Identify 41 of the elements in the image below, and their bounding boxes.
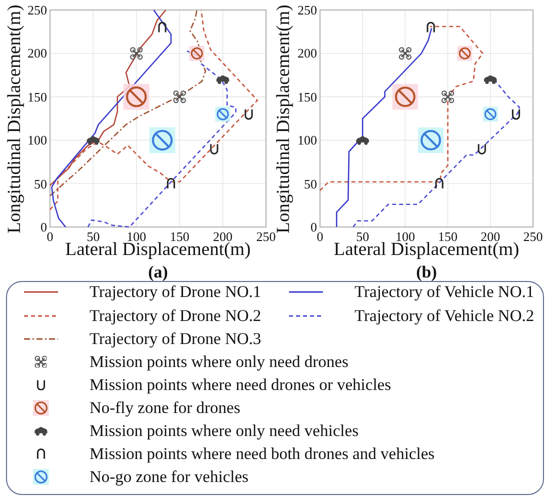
tick-label: 250 xyxy=(523,230,543,243)
legend-label: Trajectory of Drone NO.1 xyxy=(90,283,262,300)
tick-label: 100 xyxy=(28,134,47,147)
legend-label: Trajectory of Drone NO.3 xyxy=(90,330,262,347)
axis-title: Lateral Displacement(m) xyxy=(334,240,520,260)
legend-label: No-go zone for vehicles xyxy=(90,468,248,485)
legend-label: Trajectory of Drone NO.2 xyxy=(90,307,262,324)
legend-label: Mission points where need drones or vehicles xyxy=(90,376,392,393)
tick-label: 250 xyxy=(28,4,47,16)
legend-label: Trajectory of Vehicle NO.2 xyxy=(354,307,534,324)
chart-title: (a) xyxy=(148,264,168,280)
tick-label: 50 xyxy=(356,230,370,243)
axis-title: Longitudinal Displacement(m) xyxy=(274,4,294,233)
tick-label: 0 xyxy=(46,230,54,243)
tick-label: 0 xyxy=(316,230,324,243)
axis-title: Longitudinal Displacement(m) xyxy=(6,4,24,233)
tick-label: 200 xyxy=(213,230,233,243)
legend-label: No-fly zone for drones xyxy=(90,399,240,416)
tick-label: 200 xyxy=(298,46,317,60)
tick-label: 150 xyxy=(170,230,190,243)
chart-title: (b) xyxy=(416,264,437,280)
axis-title: Lateral Displacement(m) xyxy=(65,240,251,260)
tick-label: 150 xyxy=(298,90,317,104)
legend-label: Mission points where need both drones and vehicles xyxy=(90,445,435,462)
legend-label: Mission points where only need vehicles xyxy=(90,422,358,439)
tick-label: 150 xyxy=(28,90,47,104)
tick-label: 250 xyxy=(298,4,317,16)
tick-label: 200 xyxy=(480,230,500,243)
tick-label: 150 xyxy=(438,230,458,243)
legend-label: Mission points where only need drones xyxy=(90,353,348,370)
tick-label: 250 xyxy=(256,230,276,243)
legend-label: Trajectory of Vehicle NO.1 xyxy=(354,283,534,300)
tick-label: 0 xyxy=(310,220,317,234)
tick-label: 50 xyxy=(34,177,47,190)
tick-label: 200 xyxy=(28,46,47,60)
tick-label: 100 xyxy=(126,230,146,243)
tick-label: 100 xyxy=(395,230,415,243)
tick-label: 0 xyxy=(40,220,47,234)
tick-label: 50 xyxy=(304,177,317,190)
tick-label: 100 xyxy=(298,134,317,147)
tick-label: 50 xyxy=(86,230,100,243)
